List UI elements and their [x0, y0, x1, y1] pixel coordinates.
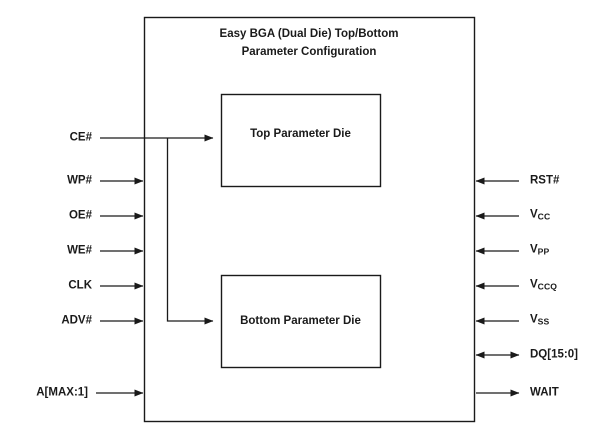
signal-label-vpp-base: V: [530, 243, 538, 256]
signal-label-amax: A[MAX:1]: [36, 386, 88, 399]
signal-label-vccq-subscript: CCQ: [537, 281, 558, 292]
signal-label-vccq: VCCQ: [530, 279, 557, 291]
signal-label-vcc-base: V: [530, 208, 538, 221]
signal-label-vccq-base: V: [530, 278, 538, 291]
signal-label-wp: WP#: [67, 174, 92, 187]
signal-branch-ce-vertical: [166, 138, 214, 325]
signal-label-wait: WAIT: [530, 387, 559, 399]
signal-label-vss-base: V: [530, 313, 538, 326]
bottom-parameter-die-label: Bottom Parameter Die: [240, 315, 361, 327]
signal-label-vcc: VCC: [530, 209, 550, 221]
diagram-title-line1: Easy BGA (Dual Die) Top/Bottom: [219, 28, 399, 40]
signal-label-rst-text: RST#: [530, 174, 560, 187]
signal-label-vpp-subscript: PP: [537, 246, 550, 257]
signal-label-dq-text: DQ[15:0]: [530, 348, 578, 361]
signal-label-ce: CE#: [69, 131, 92, 144]
top-parameter-die-label: Top Parameter Die: [250, 128, 351, 140]
signal-label-vpp: VPP: [530, 244, 549, 256]
signal-label-vss-subscript: SS: [537, 316, 550, 327]
signal-label-vss: VSS: [530, 314, 549, 326]
bottom-parameter-die-box[interactable]: [220, 274, 382, 369]
signal-label-we: WE#: [67, 244, 92, 257]
signal-label-adv: ADV#: [61, 314, 92, 327]
diagram-title: Easy BGA (Dual Die) Top/Bottom Parameter…: [144, 26, 474, 62]
signal-label-rst: RST#: [530, 175, 559, 187]
diagram-title-line2: Parameter Configuration: [241, 45, 377, 58]
signal-label-dq: DQ[15:0]: [530, 349, 578, 361]
signal-label-vcc-subscript: CC: [537, 211, 551, 222]
signal-label-clk: CLK: [68, 279, 92, 292]
signal-label-wait-text: WAIT: [530, 386, 559, 399]
top-parameter-die-box[interactable]: [220, 93, 382, 188]
signal-label-oe: OE#: [68, 209, 92, 222]
